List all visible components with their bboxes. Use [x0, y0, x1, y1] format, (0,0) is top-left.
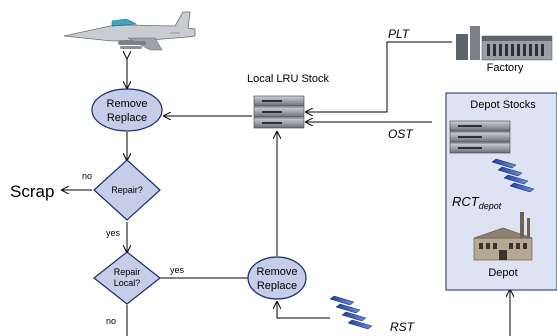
server-rack-icon [253, 95, 305, 129]
edge-yes-repair: yes [106, 228, 121, 238]
edge-yes-local: yes [170, 265, 185, 275]
repair-local-line1: Repair [114, 267, 141, 277]
connectors [62, 41, 510, 336]
repair-decision-label: Repair? [111, 185, 143, 195]
local-lru-stock-label: Local LRU Stock [247, 73, 329, 85]
remove-replace-top-line1: Remove [107, 98, 148, 110]
edge-no-local: no [106, 316, 116, 326]
rct-depot-label: RCTdepot [452, 194, 502, 211]
jet-aircraft-icon [63, 11, 196, 51]
repair-decision: Repair? [93, 159, 161, 221]
stacked-modules-icon [329, 295, 373, 330]
remove-replace-node-top: Remove Replace [91, 88, 163, 132]
remove-replace-top-line2: Replace [107, 112, 147, 124]
scrap-label: Scrap [10, 182, 54, 201]
repair-local-line2: Local? [114, 278, 141, 288]
depot-building-icon [473, 212, 533, 261]
remove-replace-node-bottom: Remove Replace [247, 256, 307, 300]
depot-label: Depot [488, 267, 517, 279]
depot-stocks-label: Depot Stocks [470, 99, 536, 111]
remove-replace-bottom-line1: Remove [257, 266, 298, 278]
remove-replace-bottom-line2: Replace [257, 280, 297, 292]
depot-stocks-panel: Depot Stocks RCTdepot [445, 92, 557, 291]
plt-label: PLT [388, 27, 411, 41]
server-rack-icon [449, 120, 511, 154]
stacked-modules-icon [491, 158, 535, 193]
edge-no-scrap: no [82, 171, 92, 181]
factory-building-icon [456, 26, 553, 61]
repair-local-decision: Repair Local? [93, 251, 161, 305]
rst-label: RST [390, 320, 416, 334]
factory-label: Factory [487, 62, 524, 74]
ost-label: OST [388, 127, 414, 141]
